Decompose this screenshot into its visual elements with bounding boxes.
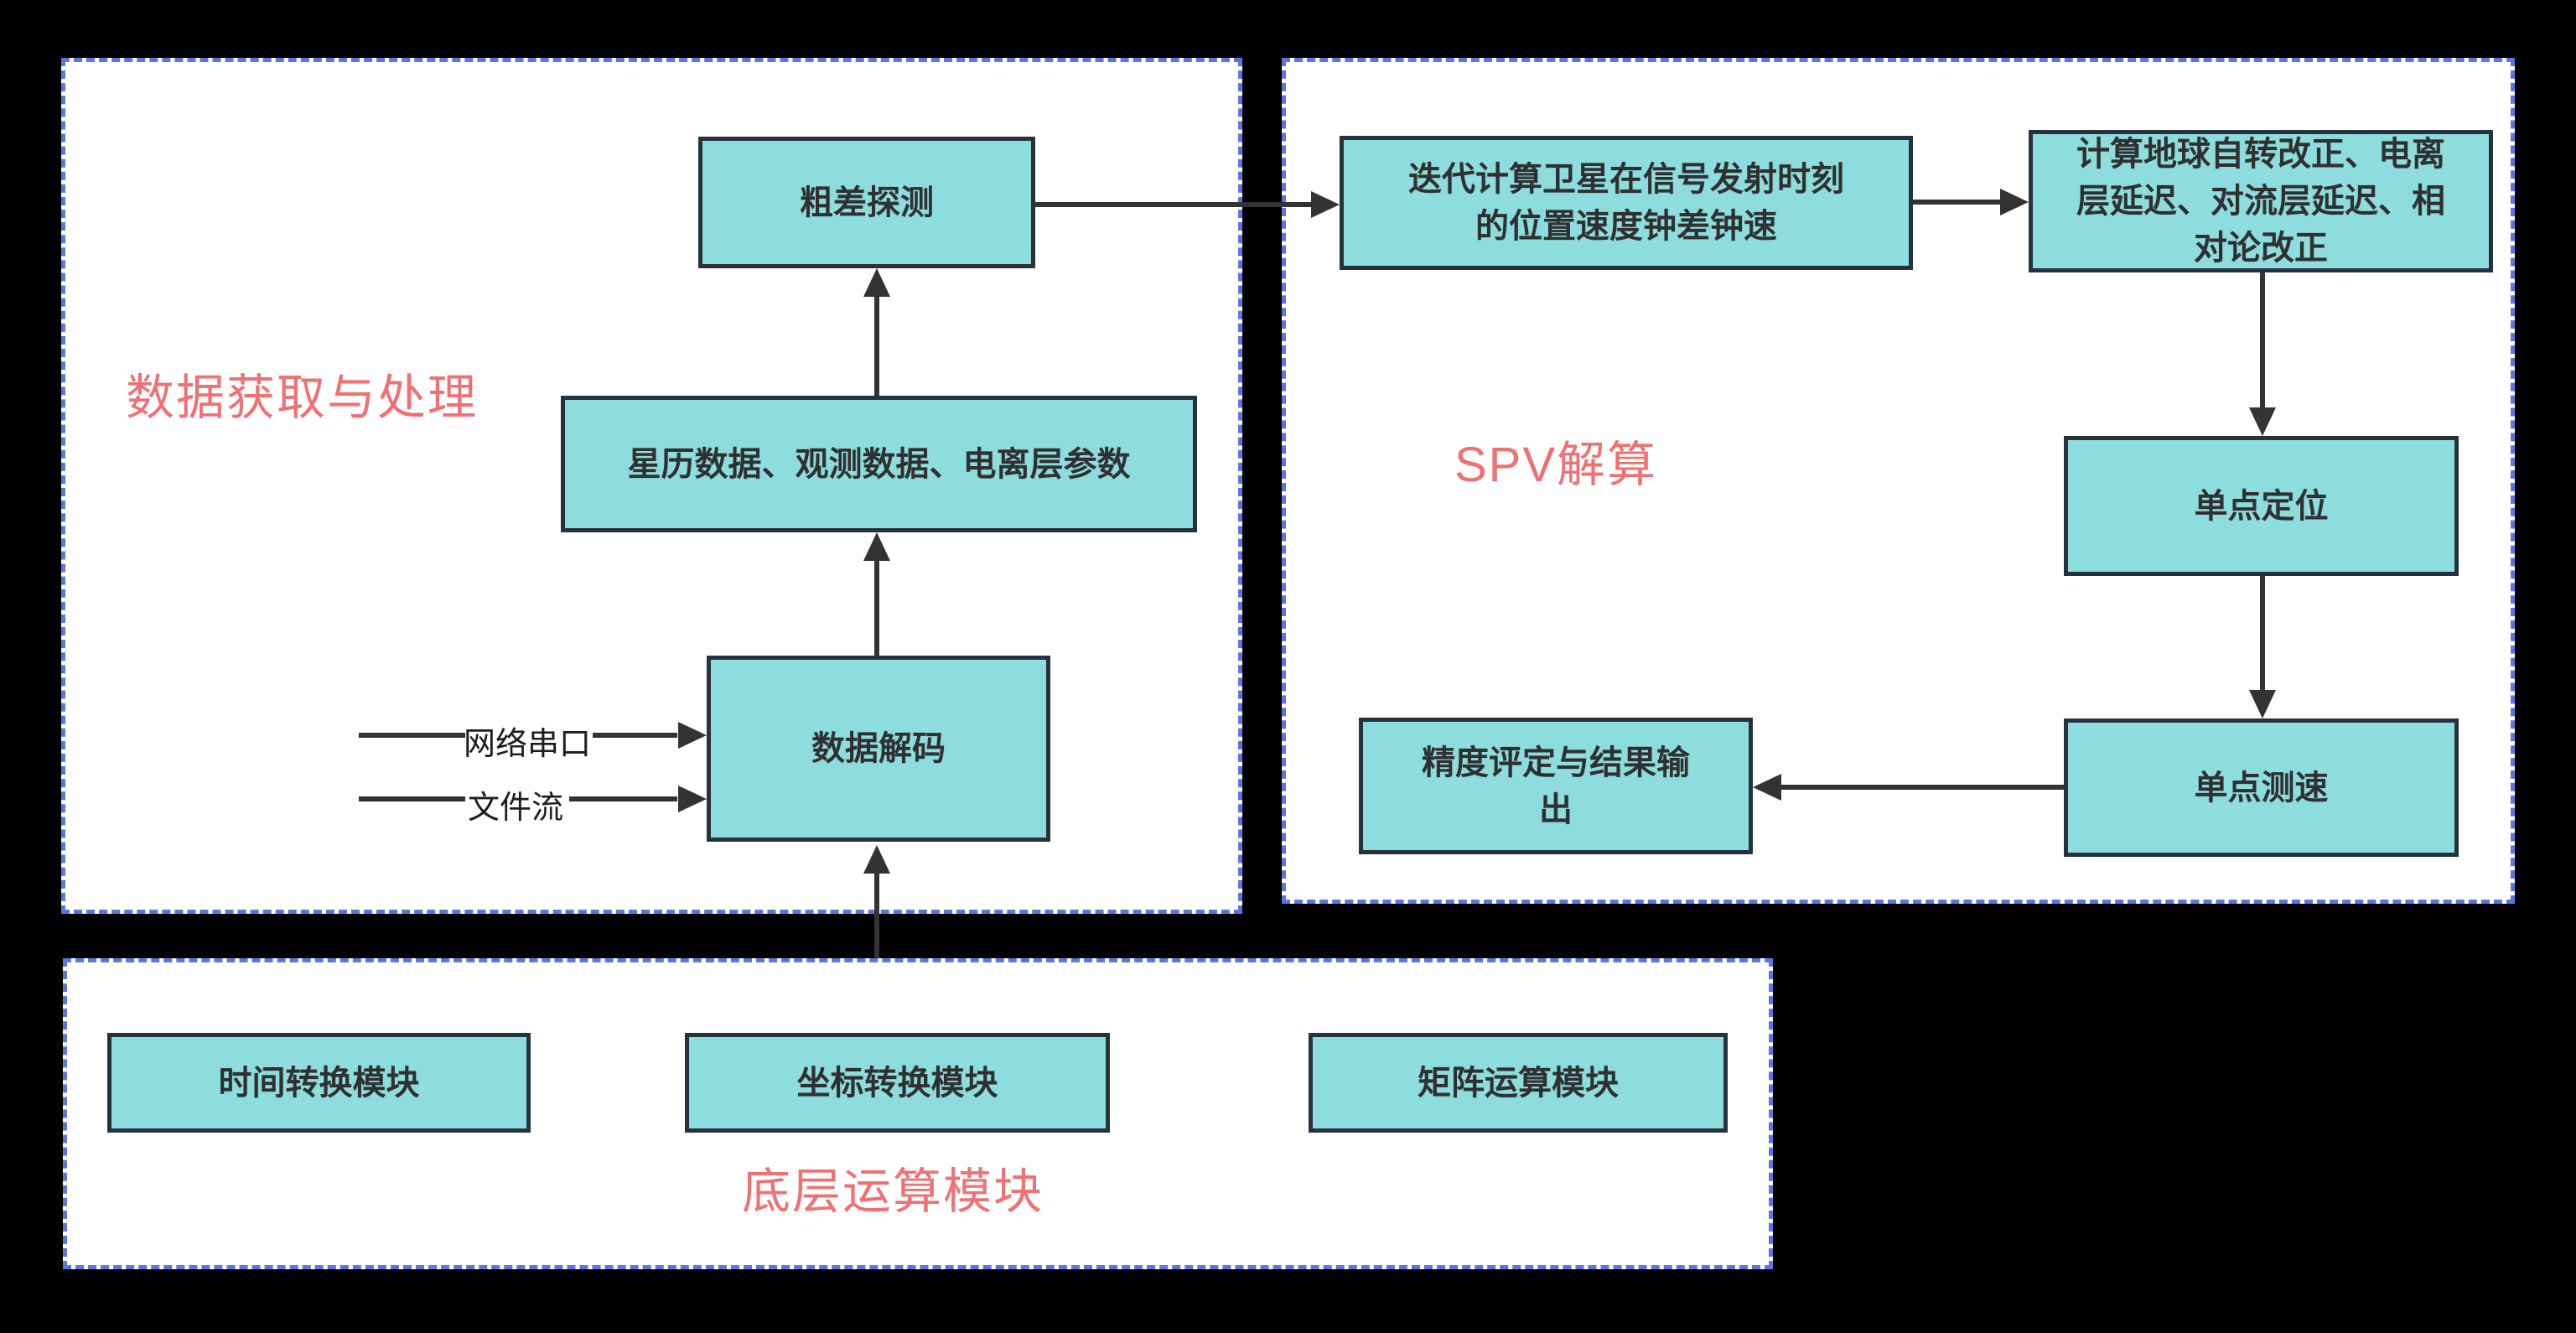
node-accuracy-result-output: 精度评定与结果输 出: [1359, 718, 1753, 854]
arrowhead-right-icon: [2000, 189, 2029, 215]
input-line: [593, 733, 677, 738]
panel-title-spv-solution: SPV解算: [1454, 438, 1658, 492]
arrow-line: [1781, 785, 2064, 790]
node-coordinate-conversion-module: 坐标转换模块: [685, 1033, 1110, 1133]
arrowhead-down-icon: [2249, 690, 2276, 718]
input-label-file-stream: 文件流: [467, 791, 563, 826]
node-time-conversion-module: 时间转换模块: [107, 1033, 531, 1133]
node-gross-error-detection: 粗差探测: [698, 137, 1035, 268]
arrowhead-left-icon: [1753, 774, 1781, 801]
arrow-line: [874, 559, 879, 656]
node-ephemeris-observation-iono: 星历数据、观测数据、电离层参数: [561, 396, 1197, 532]
arrow-line: [874, 295, 879, 396]
input-label-network-serial: 网络串口: [463, 727, 591, 762]
panel-title-data-acquisition: 数据获取与处理: [126, 371, 479, 425]
arrow-line: [1913, 200, 2002, 205]
node-corrections: 计算地球自转改正、电离 层延迟、对流层延迟、相 对论改正: [2029, 130, 2493, 272]
node-iterate-satellite-state: 迭代计算卫星在信号发射时刻 的位置速度钟差钟速: [1340, 136, 1913, 270]
arrowhead-down-icon: [2249, 407, 2276, 436]
arrowhead-up-icon: [863, 532, 890, 561]
arrow-line: [1035, 202, 1311, 207]
panel-title-base-modules: 底层运算模块: [742, 1164, 1044, 1219]
input-line: [359, 796, 465, 801]
arrowhead-right-icon: [678, 722, 707, 749]
arrowhead-up-icon: [863, 268, 890, 297]
node-single-point-positioning: 单点定位: [2064, 436, 2459, 576]
node-single-point-velocity: 单点测速: [2064, 718, 2459, 857]
arrowhead-up-icon: [863, 845, 890, 874]
arrowhead-right-icon: [1311, 191, 1340, 218]
arrowhead-right-icon: [678, 786, 707, 812]
input-line: [359, 733, 465, 738]
arrow-line: [874, 872, 879, 958]
node-data-decode: 数据解码: [707, 656, 1050, 842]
node-matrix-operation-module: 矩阵运算模块: [1309, 1033, 1728, 1133]
input-line: [569, 796, 677, 801]
arrow-line: [2260, 576, 2265, 690]
arrow-line: [2260, 272, 2265, 407]
